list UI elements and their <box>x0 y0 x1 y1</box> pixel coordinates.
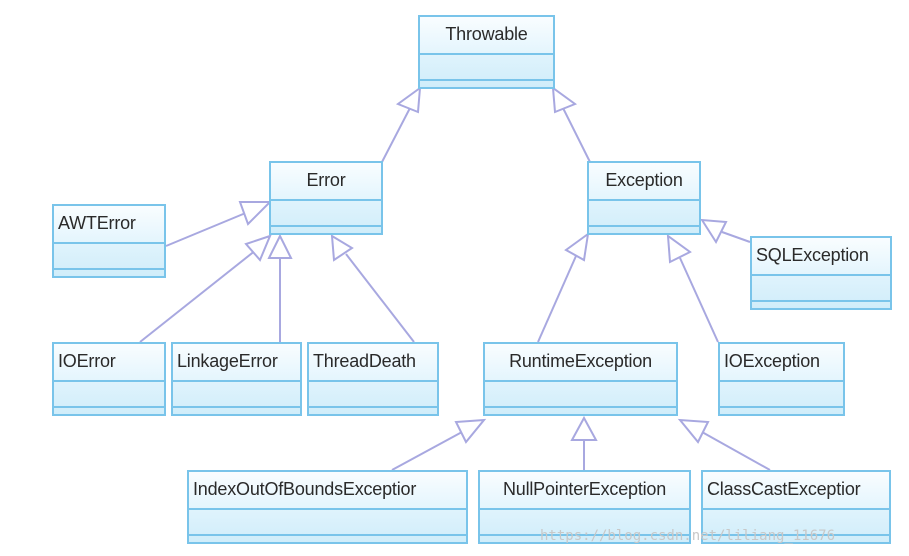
class-name-error: Error <box>271 163 381 201</box>
class-name-throwable: Throwable <box>420 17 553 55</box>
class-name-linkageerror: LinkageError <box>173 344 300 382</box>
connector-runtime-exception <box>537 255 577 343</box>
arrowhead-error-ioerror <box>244 234 272 262</box>
class-divider <box>54 406 164 408</box>
class-divider <box>420 79 553 81</box>
class-divider <box>271 225 381 227</box>
class-box-error: Error <box>269 161 383 235</box>
class-box-exception: Exception <box>587 161 701 235</box>
class-box-awterror: AWTError <box>52 204 166 278</box>
connector-ioobe-runtime <box>391 431 463 471</box>
class-divider <box>703 534 889 536</box>
class-box-sqlexception: SQLException <box>750 236 892 310</box>
class-attributes-section <box>54 382 164 414</box>
class-attributes-section <box>485 382 676 414</box>
class-divider <box>589 225 699 227</box>
connector-awterror-error <box>165 211 249 247</box>
connector-error-throwable <box>381 107 411 163</box>
class-box-throwable: Throwable <box>418 15 555 89</box>
connector-ioexception-exception <box>679 257 719 343</box>
class-name-classcastexception: ClassCastExceptior <box>703 472 889 510</box>
class-box-threaddeath: ThreadDeath <box>307 342 439 416</box>
arrowhead-error-linkage <box>267 233 293 259</box>
class-name-exception: Exception <box>589 163 699 201</box>
class-name-runtimeexception: RuntimeException <box>485 344 676 382</box>
class-box-indexoutofboundsexception: IndexOutOfBoundsExceptior <box>187 470 468 544</box>
class-attributes-section <box>309 382 437 414</box>
arrowhead-runtime-ioobe <box>454 418 487 444</box>
class-attributes-section <box>271 201 381 233</box>
arrowhead-exception-runtime <box>564 231 590 262</box>
class-name-ioerror: IOError <box>54 344 164 382</box>
class-attributes-section <box>752 276 890 308</box>
class-divider <box>720 406 843 408</box>
class-attributes-section <box>54 244 164 276</box>
class-name-awterror: AWTError <box>54 206 164 244</box>
class-name-indexoutofboundsexception: IndexOutOfBoundsExceptior <box>189 472 466 510</box>
class-divider <box>189 534 466 536</box>
arrowhead-error-awt <box>238 201 273 226</box>
class-box-classcastexception: ClassCastExceptior <box>701 470 891 544</box>
class-name-threaddeath: ThreadDeath <box>309 344 437 382</box>
class-name-sqlexception: SQLException <box>752 238 890 276</box>
arrowhead-error-threaddeath <box>330 234 354 262</box>
class-box-ioexception: IOException <box>718 342 845 416</box>
connector-cce-runtime <box>701 431 771 471</box>
arrowhead-runtime-cce <box>677 418 710 444</box>
arrowhead-exception-sql <box>700 218 728 245</box>
class-box-ioerror: IOError <box>52 342 166 416</box>
class-divider <box>309 406 437 408</box>
class-attributes-section <box>189 510 466 542</box>
arrowhead-throwable-left <box>395 85 422 114</box>
class-attributes-section <box>420 55 553 87</box>
class-divider <box>480 534 689 536</box>
connector-ioerror-error <box>139 249 257 343</box>
watermark-text: https://blog.csdn.net/liliang_11676 <box>540 528 836 544</box>
class-box-nullpointerexception: NullPointerException <box>478 470 691 544</box>
class-divider <box>752 300 890 302</box>
class-divider <box>173 406 300 408</box>
arrowhead-throwable-right <box>551 85 578 114</box>
class-divider <box>54 268 164 270</box>
class-divider <box>485 406 676 408</box>
class-attributes-section <box>173 382 300 414</box>
class-attributes-section <box>720 382 843 414</box>
connector-threaddeath-error <box>345 253 415 343</box>
class-box-linkageerror: LinkageError <box>171 342 302 416</box>
class-attributes-section <box>480 510 689 542</box>
arrowhead-runtime-npe <box>570 415 598 441</box>
class-attributes-section <box>589 201 699 233</box>
arrowhead-exception-ioexception <box>666 233 692 264</box>
class-name-nullpointerexception: NullPointerException <box>480 472 689 510</box>
connector-sqlexception-exception <box>721 231 751 243</box>
connector-exception-throwable <box>562 107 591 163</box>
class-attributes-section <box>703 510 889 542</box>
class-box-runtimeexception: RuntimeException <box>483 342 678 416</box>
class-name-ioexception: IOException <box>720 344 843 382</box>
